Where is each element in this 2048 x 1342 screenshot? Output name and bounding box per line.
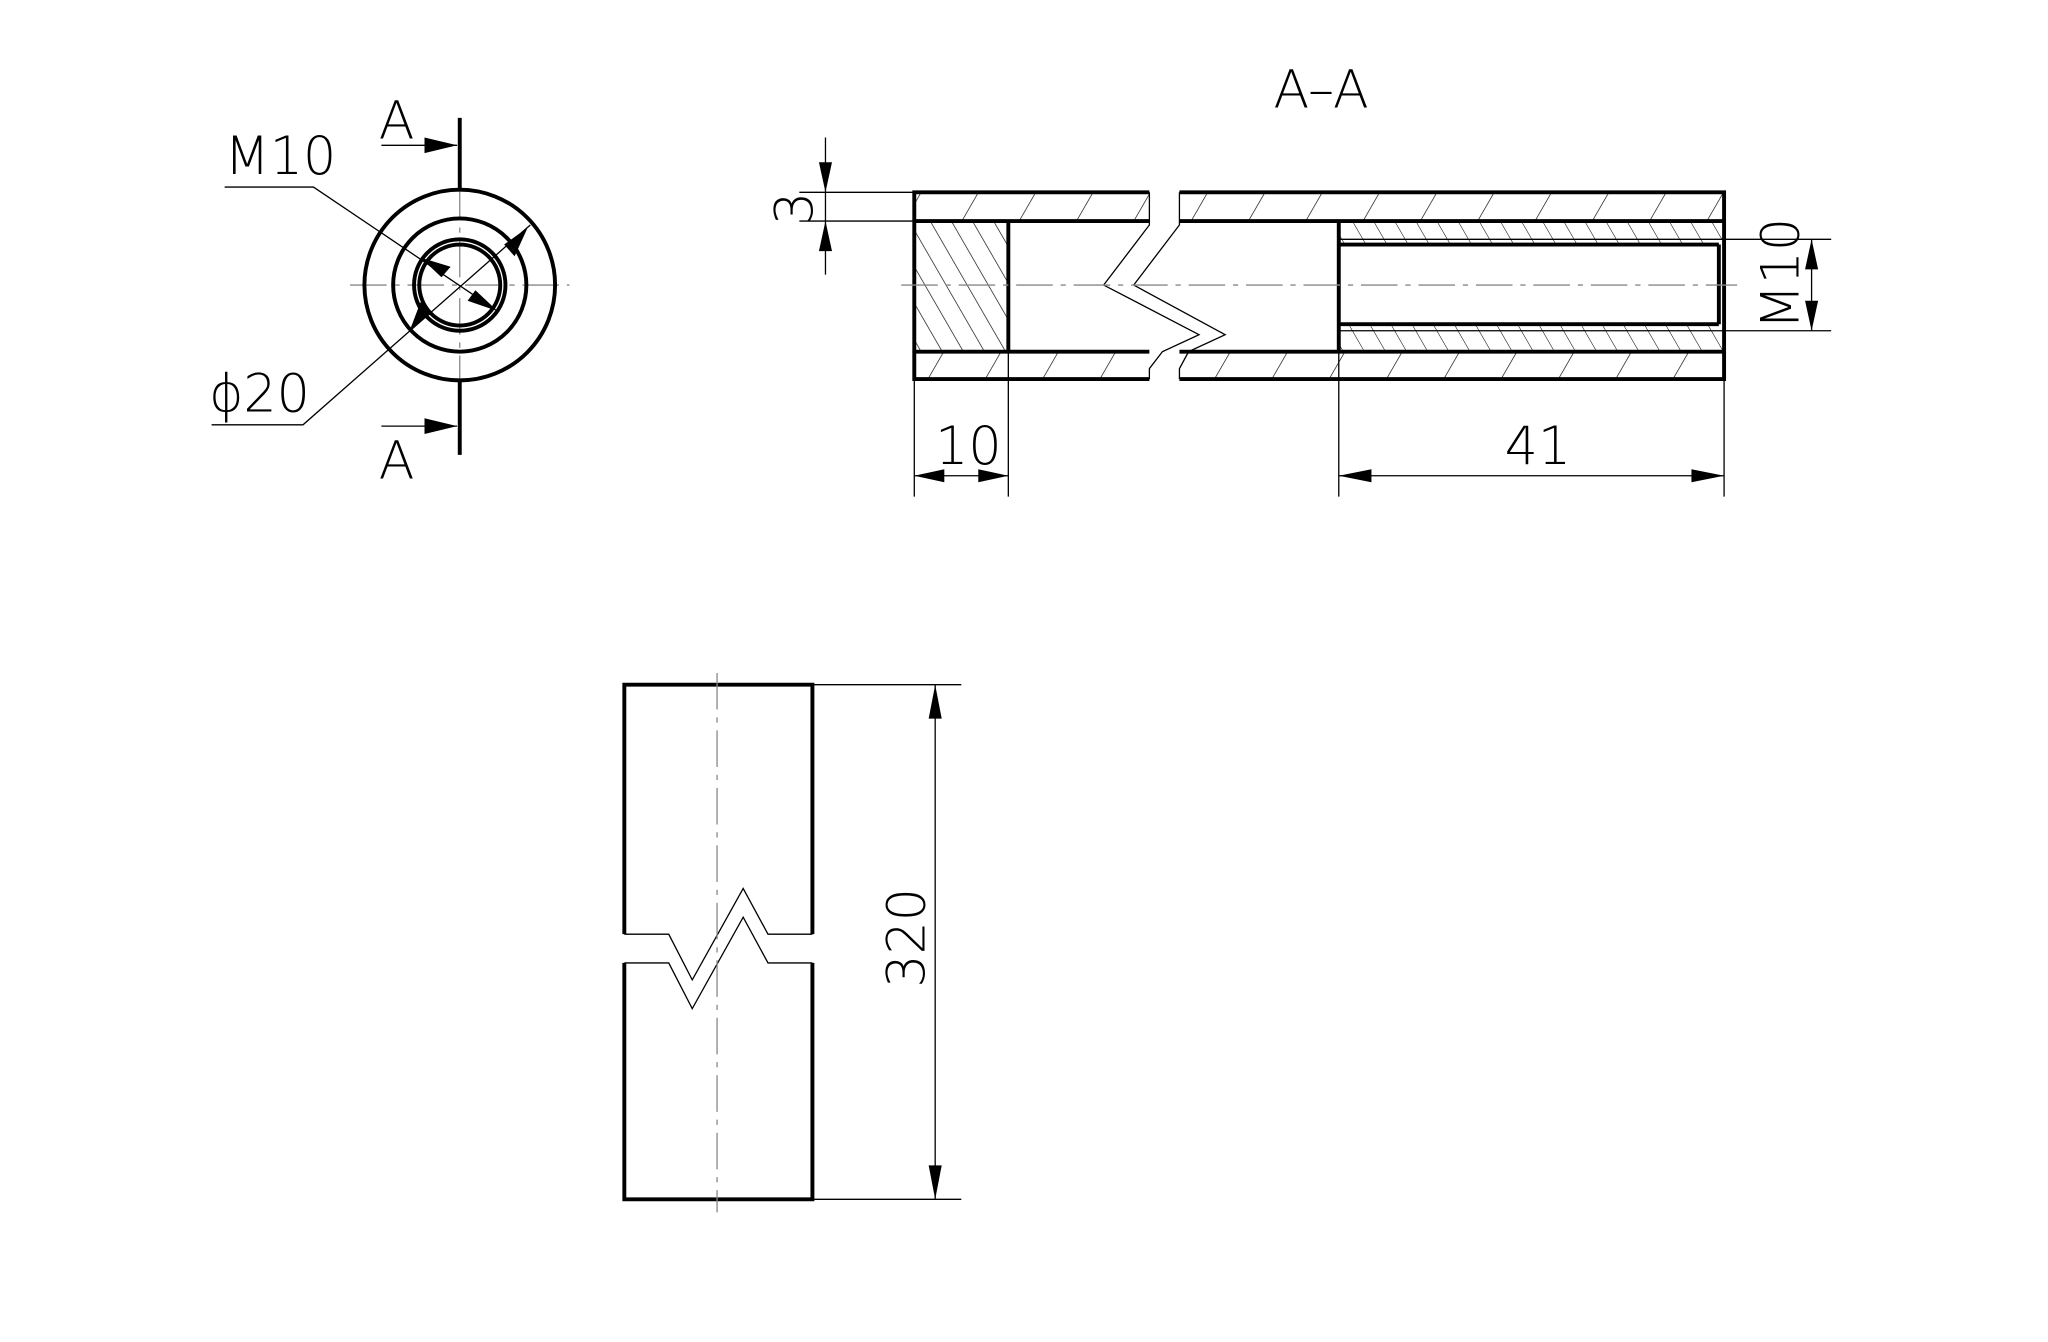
- thread-circle: [412, 237, 508, 333]
- arrow: [420, 257, 451, 278]
- arrow: [504, 227, 528, 257]
- section-arrow-top: [424, 137, 458, 154]
- thread-section-bottom: [1338, 324, 1725, 352]
- break-line-top: [624, 887, 813, 982]
- thread-section-top: [1338, 221, 1725, 245]
- section-label-top: A: [379, 92, 415, 152]
- diameter-label: ϕ20: [209, 365, 310, 425]
- bore-dim: 41: [1505, 417, 1571, 477]
- section-arrow-bottom: [424, 418, 458, 434]
- break-line-bottom: [624, 915, 813, 1011]
- arrow: [467, 290, 498, 312]
- middle-circle: [391, 216, 529, 354]
- plug-dim: 10: [935, 417, 1001, 477]
- break-line-right: [1132, 192, 1227, 380]
- thread-label: M10: [225, 127, 337, 187]
- section-view: A–A 3 M10 10 41: [765, 60, 1832, 497]
- thread-dim: M10: [1752, 218, 1812, 330]
- side-view: 320: [622, 672, 962, 1213]
- arrow: [410, 302, 432, 330]
- bore-circle: [417, 242, 503, 328]
- plug-section: [914, 221, 1009, 352]
- wall-dim: 3: [765, 192, 825, 225]
- break-line-left: [1102, 192, 1201, 380]
- length-dim: 320: [878, 888, 938, 988]
- front-view: A A M10 ϕ20: [209, 92, 570, 491]
- section-title: A–A: [1273, 60, 1368, 120]
- section-label-bottom: A: [379, 431, 415, 491]
